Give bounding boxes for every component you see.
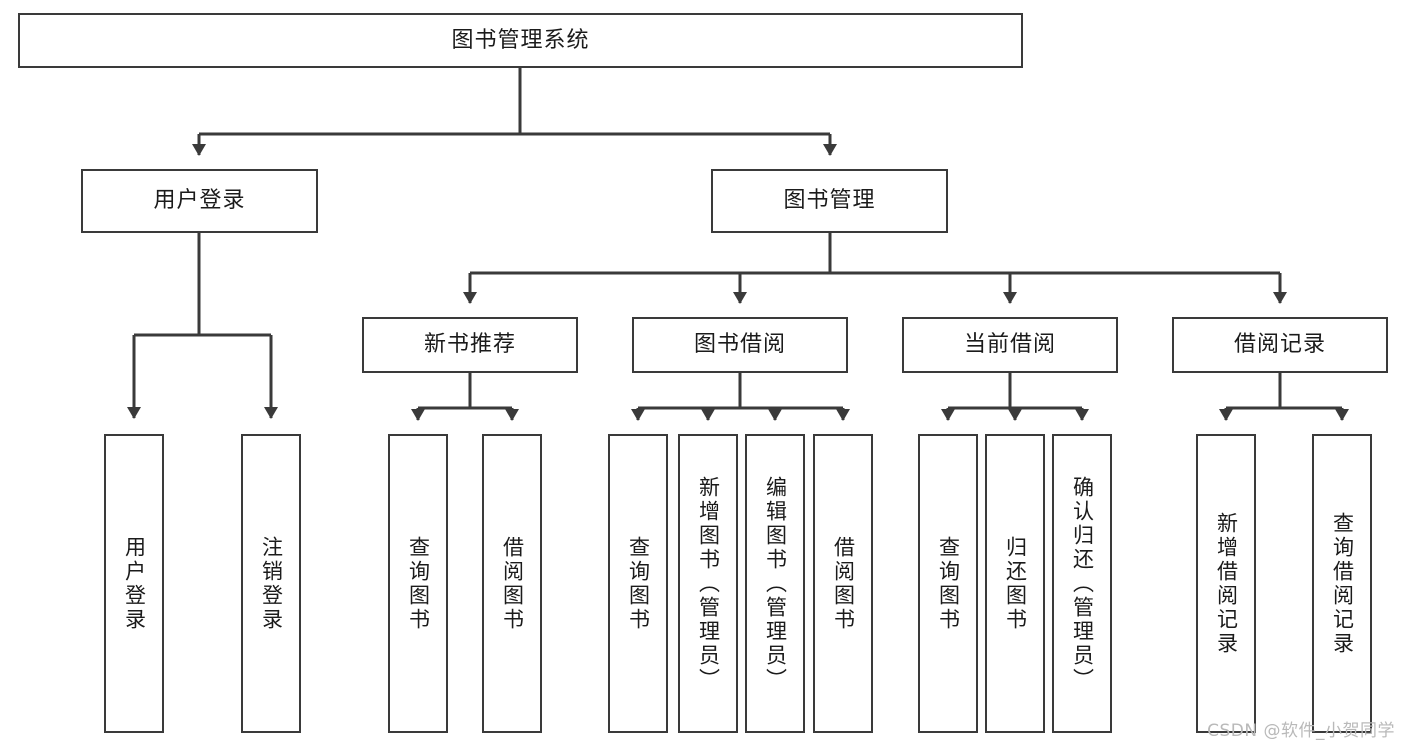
node-book-borrow[interactable]: 图书借阅 [632, 317, 848, 373]
node-leaf-edit-book-label: 编辑图书（管理员） [763, 475, 788, 692]
node-leaf-logout[interactable]: 注销登录 [241, 434, 301, 733]
node-leaf-query-book-3-label: 查询图书 [936, 535, 961, 632]
node-user-login-label: 用户登录 [153, 188, 246, 214]
node-root[interactable]: 图书管理系统 [18, 13, 1023, 68]
node-current-borrow[interactable]: 当前借阅 [902, 317, 1118, 373]
node-borrow-record[interactable]: 借阅记录 [1172, 317, 1388, 373]
node-leaf-user-login[interactable]: 用户登录 [104, 434, 164, 733]
node-leaf-query-book-2[interactable]: 查询图书 [608, 434, 668, 733]
node-current-borrow-label: 当前借阅 [963, 332, 1056, 358]
node-leaf-query-book-3[interactable]: 查询图书 [918, 434, 978, 733]
node-leaf-query-record-label: 查询借阅记录 [1330, 511, 1355, 656]
node-book-manage[interactable]: 图书管理 [711, 169, 948, 233]
node-book-borrow-label: 图书借阅 [693, 332, 786, 358]
node-leaf-user-login-label: 用户登录 [122, 535, 147, 632]
node-leaf-add-record-label: 新增借阅记录 [1214, 511, 1239, 656]
node-leaf-borrow-book-1-label: 借阅图书 [500, 535, 525, 632]
node-leaf-query-book-1[interactable]: 查询图书 [388, 434, 448, 733]
node-leaf-add-record[interactable]: 新增借阅记录 [1196, 434, 1256, 733]
node-user-login[interactable]: 用户登录 [81, 169, 318, 233]
node-leaf-edit-book[interactable]: 编辑图书（管理员） [745, 434, 805, 733]
node-leaf-query-record[interactable]: 查询借阅记录 [1312, 434, 1372, 733]
node-leaf-query-book-1-label: 查询图书 [406, 535, 431, 632]
node-root-label: 图书管理系统 [451, 27, 590, 53]
node-leaf-logout-label: 注销登录 [259, 535, 284, 632]
watermark: CSDN @软件_小贺同学 [1207, 721, 1395, 741]
node-leaf-query-book-2-label: 查询图书 [626, 535, 651, 632]
node-new-book-rec-label: 新书推荐 [423, 332, 516, 358]
node-new-book-rec[interactable]: 新书推荐 [362, 317, 578, 373]
node-leaf-confirm-return-label: 确认归还（管理员） [1070, 475, 1095, 692]
node-leaf-confirm-return[interactable]: 确认归还（管理员） [1052, 434, 1112, 733]
node-leaf-return-book[interactable]: 归还图书 [985, 434, 1045, 733]
node-leaf-borrow-book-1[interactable]: 借阅图书 [482, 434, 542, 733]
node-leaf-add-book-label: 新增图书（管理员） [696, 475, 721, 692]
node-leaf-return-book-label: 归还图书 [1003, 535, 1028, 632]
node-book-manage-label: 图书管理 [783, 188, 876, 214]
node-borrow-record-label: 借阅记录 [1233, 332, 1326, 358]
node-leaf-borrow-book-2-label: 借阅图书 [831, 535, 856, 632]
node-leaf-borrow-book-2[interactable]: 借阅图书 [813, 434, 873, 733]
node-leaf-add-book[interactable]: 新增图书（管理员） [678, 434, 738, 733]
